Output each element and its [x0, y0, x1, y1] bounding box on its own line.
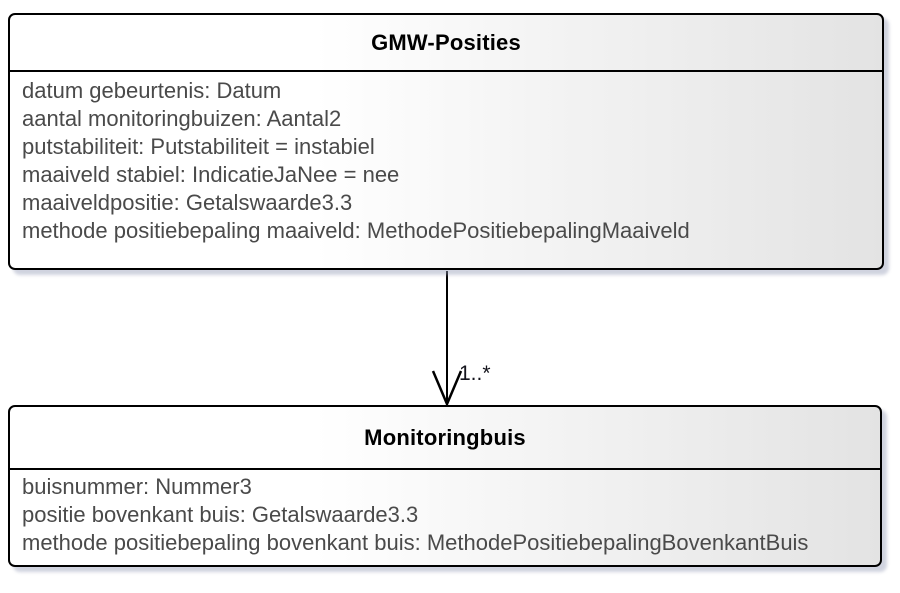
- class-name: GMW-Posities: [371, 29, 521, 55]
- class-name: Monitoringbuis: [364, 424, 526, 450]
- attribute-row: buisnummer: Nummer3: [22, 474, 252, 499]
- open-arrowhead-icon: [431, 370, 463, 408]
- attribute-row: datum gebeurtenis: Datum: [22, 78, 282, 103]
- attribute-row: methode positiebepaling maaiveld: Method…: [22, 218, 690, 243]
- class-monitoringbuis-attributes: buisnummer: Nummer3 positie bovenkant bu…: [10, 470, 880, 557]
- attribute-row: aantal monitoringbuizen: Aantal2: [22, 106, 342, 131]
- class-gmw-posities-header: GMW-Posities: [10, 15, 882, 72]
- class-monitoringbuis-header: Monitoringbuis: [10, 407, 880, 470]
- attribute-row: maaiveldpositie: Getalswaarde3.3: [22, 190, 353, 215]
- attribute-row: methode positiebepaling bovenkant buis: …: [22, 530, 809, 555]
- class-gmw-posities[interactable]: GMW-Posities datum gebeurtenis: Datum aa…: [8, 13, 884, 270]
- attribute-row: putstabiliteit: Putstabiliteit = instabi…: [22, 134, 375, 159]
- class-monitoringbuis[interactable]: Monitoringbuis buisnummer: Nummer3 posit…: [8, 405, 882, 567]
- class-gmw-posities-attributes: datum gebeurtenis: Datum aantal monitori…: [10, 72, 882, 245]
- multiplicity-label: 1..*: [459, 362, 491, 385]
- attribute-row: maaiveld stabiel: IndicatieJaNee = nee: [22, 162, 400, 187]
- attribute-row: positie bovenkant buis: Getalswaarde3.3: [22, 502, 419, 527]
